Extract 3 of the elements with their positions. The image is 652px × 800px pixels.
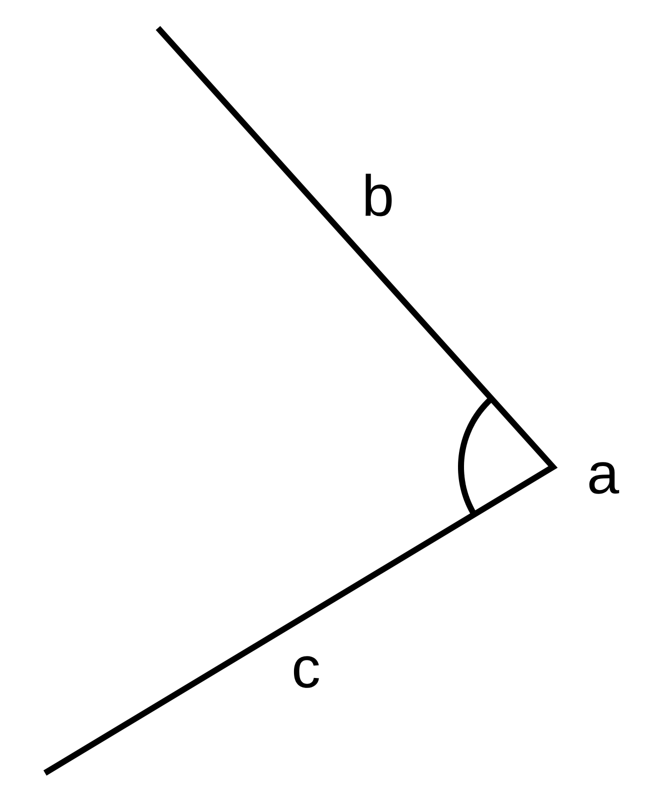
side-label: b (366, 174, 392, 216)
vertex-label: a (589, 462, 620, 494)
side-label: c (294, 656, 319, 688)
